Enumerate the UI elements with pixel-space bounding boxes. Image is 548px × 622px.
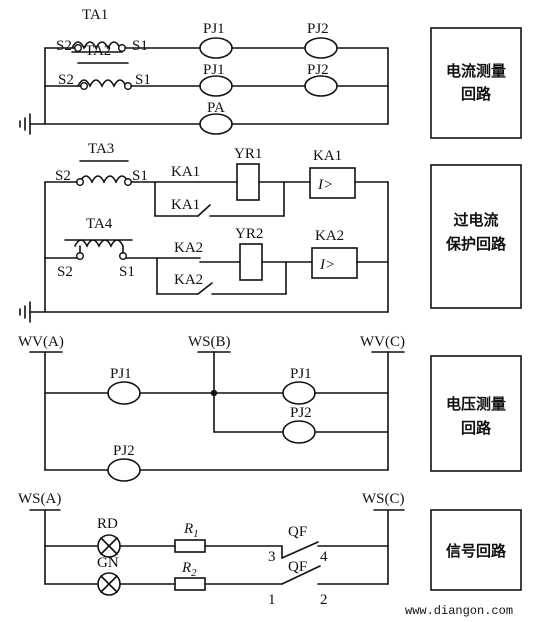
qf-label: QF (288, 559, 307, 575)
ka1-contact-label: KA1 (171, 197, 200, 213)
ka2-relay-symbol: I> (319, 257, 335, 273)
pj1-label: PJ1 (203, 21, 225, 37)
label-box-voltage-measurement: 电压测量 回路 (430, 355, 522, 472)
label-box-overcurrent-protection: 过电流 保护回路 (430, 164, 522, 309)
yr1-label: YR1 (234, 146, 262, 162)
wv-a-label: WV(A) (18, 334, 64, 350)
s1-label: S1 (135, 72, 151, 88)
overcurrent-protection-circuit: TA3 S2 S1 KA1 KA1 YR1 I> KA1 TA4 S2 S1 (19, 141, 389, 323)
qf-label: QF (288, 524, 307, 540)
ta1-label: TA1 (82, 7, 108, 23)
s1-label: S1 (132, 38, 148, 54)
ta2-label: TA2 (85, 43, 111, 59)
pj1-label: PJ1 (203, 62, 225, 78)
yr2-label: YR2 (235, 226, 263, 242)
pj2-label: PJ2 (113, 443, 135, 459)
ws-a-label: WS(A) (18, 491, 61, 507)
ka2-relay-label: KA2 (315, 228, 344, 244)
ta4-label: TA4 (86, 216, 113, 232)
box-line-1: 电流测量 (446, 62, 506, 80)
pj1-label: PJ1 (290, 366, 312, 382)
box-line-2: 回路 (461, 419, 492, 437)
signal-circuit: WS(A) WS(C) RD R1 QF 3 4 GN R2 (18, 491, 405, 608)
label-box-current-measurement: 电流测量 回路 (430, 27, 522, 139)
voltage-measurement-circuit: WV(A) WS(B) WV(C) PJ1 PJ1 PJ2 PJ2 (18, 334, 405, 482)
ka1-label: KA1 (171, 164, 200, 180)
pj2-label: PJ2 (307, 62, 329, 78)
pa-label: PA (207, 100, 225, 116)
pj2-label: PJ2 (307, 21, 329, 37)
box-line-1: 电压测量 (446, 395, 506, 413)
ka2-contact-label: KA2 (174, 272, 203, 288)
s2-label: S2 (57, 264, 73, 280)
watermark: www.diangon.com (405, 604, 513, 618)
ws-c-label: WS(C) (362, 491, 405, 507)
s2-label: S2 (56, 38, 72, 54)
gn-label: GN (97, 555, 119, 571)
rd-label: RD (97, 516, 118, 532)
r1-label: R1 (183, 521, 199, 540)
qf-terminal-1: 1 (268, 592, 276, 608)
ws-b-label: WS(B) (188, 334, 231, 350)
qf-terminal-2: 2 (320, 592, 328, 608)
box-line-2: 保护回路 (445, 235, 507, 253)
ta3-label: TA3 (88, 141, 114, 157)
s2-label: S2 (58, 72, 74, 88)
ka2-label: KA2 (174, 240, 203, 256)
current-measurement-circuit: TA1 S2 S1 PJ1 PJ2 TA2 S2 S1 PJ1 PJ2 (19, 7, 389, 135)
box-line-1: 过电流 (453, 211, 498, 229)
ka1-relay-label: KA1 (313, 148, 342, 164)
s1-label: S1 (119, 264, 135, 280)
qf-terminal-4: 4 (320, 549, 328, 565)
pj2-label: PJ2 (290, 405, 312, 421)
r2-label: R2 (181, 560, 197, 579)
pj1-label: PJ1 (110, 366, 132, 382)
ka1-relay-symbol: I> (317, 177, 333, 193)
box-line-2: 回路 (461, 85, 492, 103)
box-line-1: 信号回路 (446, 542, 507, 560)
qf-terminal-3: 3 (268, 549, 276, 565)
s1-label: S1 (132, 168, 148, 184)
label-box-signal: 信号回路 (430, 509, 522, 591)
wv-c-label: WV(C) (360, 334, 405, 350)
s2-label: S2 (55, 168, 71, 184)
